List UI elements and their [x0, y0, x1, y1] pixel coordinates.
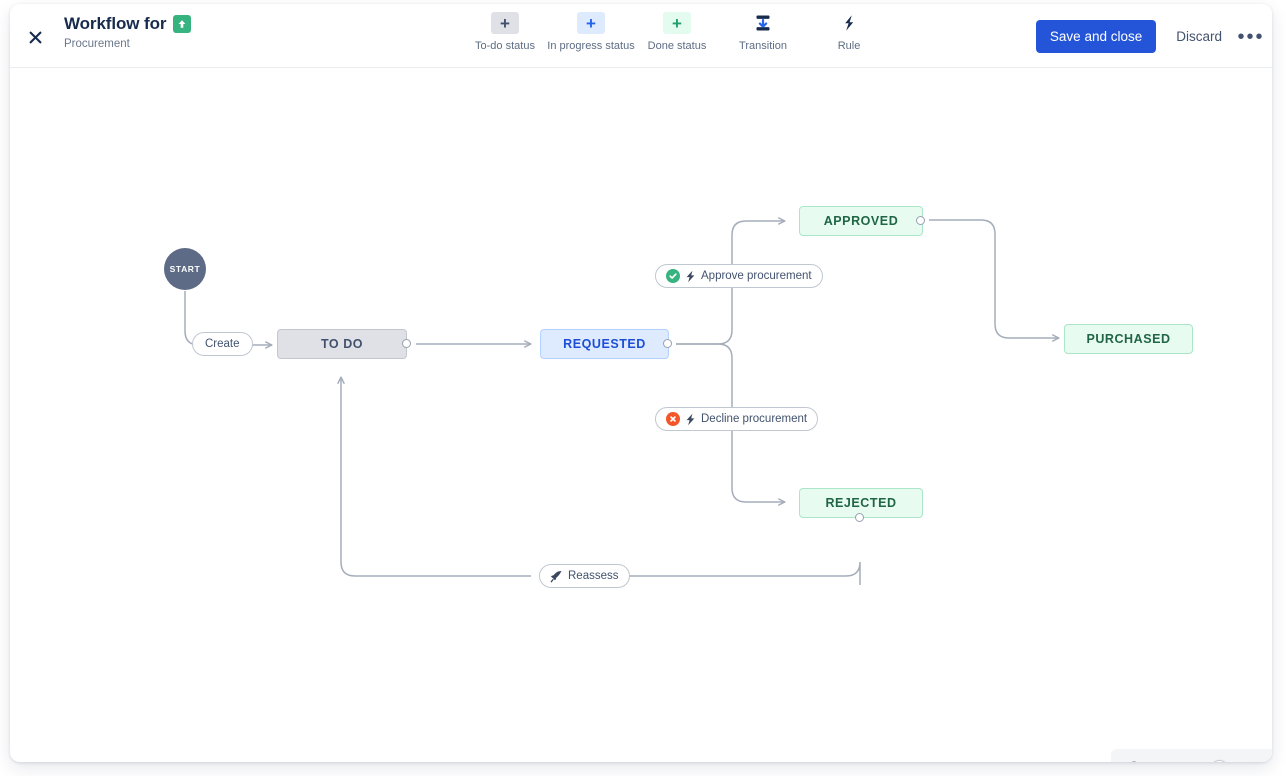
editor-toolbar: + To-do status + In progress status + Do…	[462, 10, 892, 64]
transition-approve-label: Approve procurement	[701, 270, 812, 282]
save-and-close-button[interactable]: Save and close	[1035, 20, 1157, 53]
tool-transition-label: Transition	[739, 40, 787, 52]
transition-decline-procurement[interactable]: Decline procurement	[655, 407, 819, 431]
port-approved-right[interactable]	[916, 216, 925, 225]
port-rejected-bottom[interactable]	[855, 513, 864, 522]
transition-create[interactable]: Create	[192, 332, 253, 356]
tool-done-status-label: Done status	[647, 40, 707, 52]
transition-decline-label: Decline procurement	[701, 413, 808, 425]
workflow-canvas[interactable]: START Create TO DO REQUESTED APPROVED PU…	[10, 68, 1272, 762]
discard-button[interactable]: Discard	[1162, 20, 1236, 53]
status-node-rejected-label: REJECTED	[825, 496, 897, 510]
tool-rule[interactable]: Rule	[806, 10, 892, 53]
transition-reassess[interactable]: Reassess	[539, 564, 630, 588]
status-node-todo-label: TO DO	[320, 337, 364, 351]
status-node-purchased[interactable]: PURCHASED	[1064, 324, 1193, 354]
lightning-bolt-icon	[685, 413, 696, 426]
project-subtitle: Procurement	[64, 38, 130, 50]
transition-create-label: Create	[205, 338, 240, 350]
workflow-edges	[184, 217, 1060, 585]
header-actions: Save and close Discard •••	[1035, 20, 1264, 53]
tool-in-progress-status[interactable]: + In progress status	[547, 10, 635, 53]
lightning-bolt-icon	[835, 12, 863, 34]
rocket-icon	[550, 570, 563, 583]
start-node-label: START	[169, 264, 201, 274]
transition-reassess-label: Reassess	[568, 570, 619, 582]
title-block: Workflow for Procurement	[64, 13, 192, 52]
check-circle-icon	[666, 269, 680, 283]
close-icon[interactable]	[18, 20, 52, 54]
status-node-requested-label: REQUESTED	[563, 337, 646, 351]
page-title: Workflow for	[64, 14, 167, 33]
plus-icon: +	[663, 12, 691, 34]
status-node-purchased-label: PURCHASED	[1086, 332, 1171, 346]
transition-approve-procurement[interactable]: Approve procurement	[655, 264, 823, 288]
port-requested-right[interactable]	[663, 339, 672, 348]
cross-circle-icon	[666, 412, 680, 426]
title-line: Workflow for	[64, 13, 192, 34]
more-options-icon[interactable]: •••	[1238, 20, 1264, 53]
plus-icon: +	[577, 12, 605, 34]
status-node-todo[interactable]: TO DO	[277, 329, 407, 359]
status-node-approved[interactable]: APPROVED	[799, 206, 923, 236]
editor-header: Workflow for Procurement + To-do status …	[10, 4, 1272, 68]
plus-icon: +	[491, 12, 519, 34]
zoom-slider-thumb[interactable]	[1211, 760, 1228, 762]
tool-done-status[interactable]: + Done status	[634, 10, 720, 53]
status-node-approved-label: APPROVED	[823, 214, 899, 228]
transition-icon	[749, 12, 777, 34]
zoom-slider[interactable]	[1157, 760, 1272, 762]
lightning-bolt-icon	[685, 270, 696, 283]
magnifier-minus-icon[interactable]	[1125, 759, 1145, 762]
more-options-dots: •••	[1238, 25, 1264, 48]
tool-todo-status-label: To-do status	[475, 40, 535, 52]
tool-transition[interactable]: Transition	[720, 10, 806, 53]
start-node[interactable]: START	[164, 248, 206, 290]
tool-rule-label: Rule	[837, 40, 861, 52]
status-node-requested[interactable]: REQUESTED	[540, 329, 669, 359]
zoom-control-panel	[1111, 749, 1272, 762]
port-todo-right[interactable]	[402, 339, 411, 348]
tool-in-progress-status-label: In progress status	[547, 40, 635, 52]
workflow-editor-window: Workflow for Procurement + To-do status …	[10, 4, 1272, 762]
project-avatar-up-arrow-icon	[173, 14, 192, 33]
tool-todo-status[interactable]: + To-do status	[462, 10, 548, 53]
